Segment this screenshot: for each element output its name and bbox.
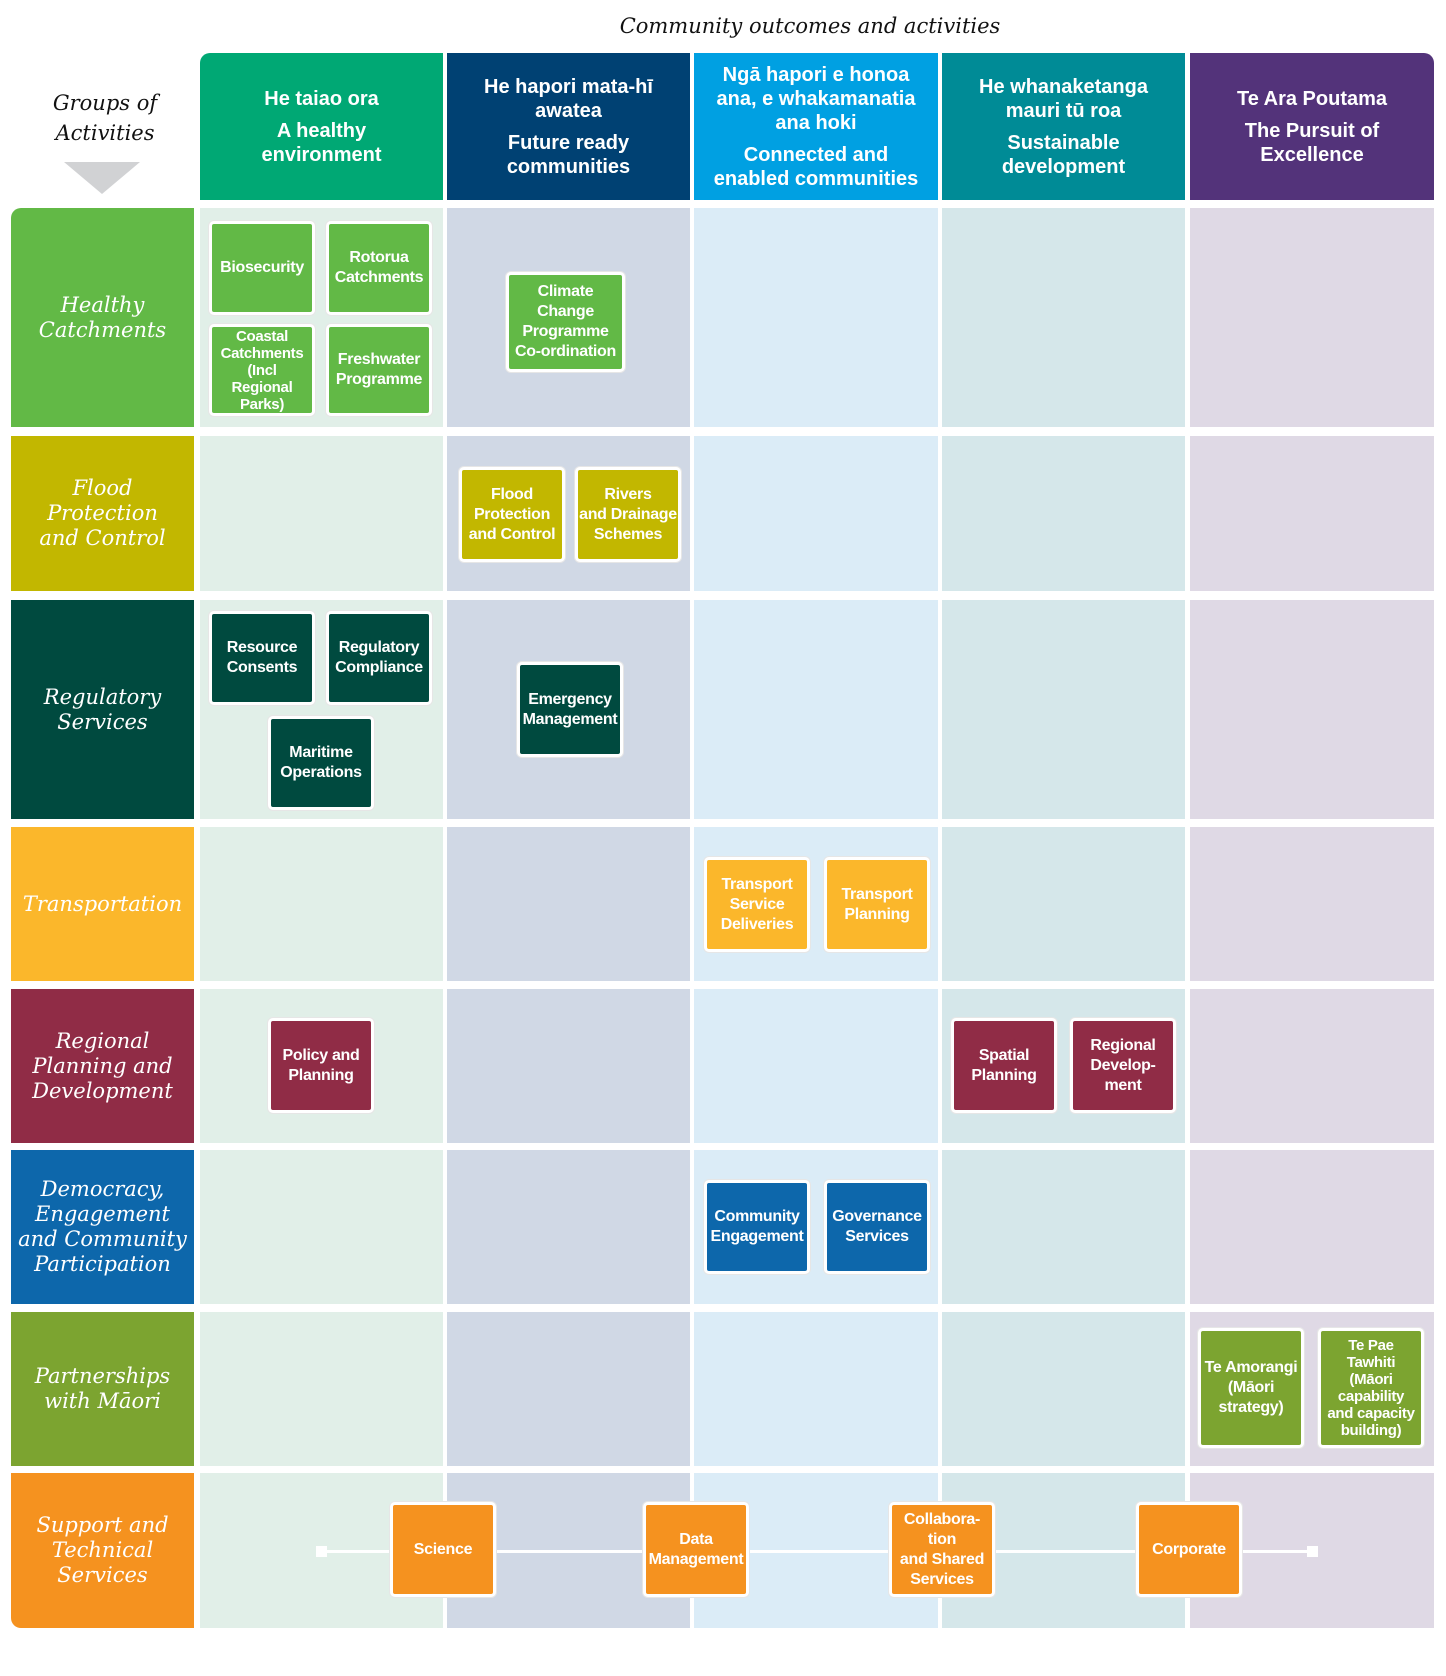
activity-box[interactable]: Climate Change Programme Co-ordination: [506, 272, 625, 372]
activity-box[interactable]: Regulatory Compliance: [326, 611, 432, 705]
grid-cell: [1190, 436, 1434, 591]
grid-cell: [942, 208, 1185, 427]
grid-cell: [694, 989, 938, 1143]
activity-box[interactable]: Maritime Operations: [268, 716, 374, 810]
grid-cell: [447, 989, 690, 1143]
column-english-title: The Pursuit of Excellence: [1244, 119, 1380, 166]
activity-box[interactable]: Biosecurity: [209, 221, 315, 315]
activity-box[interactable]: Emergency Management: [517, 662, 623, 757]
activity-box[interactable]: Science: [390, 1502, 496, 1597]
column-maori-title: He whanaketanga mauri tū roa: [979, 75, 1148, 122]
activity-box[interactable]: Governance Services: [824, 1180, 930, 1274]
grid-cell: [942, 827, 1185, 981]
connector-end-right: [1307, 1546, 1318, 1557]
down-arrow-icon: [64, 162, 140, 194]
connector-line: [321, 1550, 1312, 1553]
row-label: Democracy, Engagement and Community Part…: [11, 1150, 194, 1304]
grid-cell: [447, 1150, 690, 1304]
grid-cell: [942, 436, 1185, 591]
activity-box[interactable]: Data Management: [643, 1502, 749, 1597]
groups-of-activities-label: Groups of Activities: [52, 91, 158, 145]
activity-box[interactable]: Policy and Planning: [268, 1018, 374, 1113]
connector-end-left: [316, 1546, 327, 1557]
grid-cell: [200, 1312, 443, 1466]
activity-box[interactable]: Te Amorangi (Māori strategy): [1198, 1328, 1304, 1448]
activity-box[interactable]: Te Pae Tawhiti (Māori capability and cap…: [1318, 1328, 1424, 1448]
row-label: Regional Planning and Development: [11, 989, 194, 1143]
grid-cell: [447, 827, 690, 981]
column-header-1: He taiao ora A healthy environment: [200, 53, 443, 200]
activity-box[interactable]: Collabora- tion and Shared Services: [889, 1502, 995, 1597]
activity-box[interactable]: Rotorua Catchments: [326, 221, 432, 315]
activity-box[interactable]: Resource Consents: [209, 611, 315, 705]
activity-box[interactable]: Flood Protection and Control: [459, 467, 565, 562]
row-label: Flood Protection and Control: [11, 436, 194, 591]
grid-cell: [1190, 208, 1434, 427]
activity-box[interactable]: Coastal Catchments (Incl Regional Parks): [209, 324, 315, 416]
grid-cell: [200, 1150, 443, 1304]
column-maori-title: Ngā hapori e honoa ana, e whakamanatia a…: [716, 63, 916, 134]
column-english-title: Connected and enabled communities: [713, 143, 919, 190]
row-label: Partnerships with Māori: [11, 1312, 194, 1466]
grid-cell: [942, 1150, 1185, 1304]
grid-cell: [1190, 827, 1434, 981]
column-maori-title: He taiao ora: [264, 87, 379, 110]
grid-cell: [694, 1312, 938, 1466]
grid-cell: [200, 436, 443, 591]
column-maori-title: He hapori mata-hī awatea: [484, 75, 653, 122]
chart-title: Community outcomes and activities: [619, 14, 1001, 38]
grid-cell: [942, 600, 1185, 819]
activity-box[interactable]: Rivers and Drainage Schemes: [575, 467, 681, 562]
activity-box[interactable]: Community Engagement: [704, 1180, 810, 1274]
grid-cell: [1190, 989, 1434, 1143]
activity-box[interactable]: Transport Planning: [824, 857, 930, 952]
row-label: Healthy Catchments: [11, 208, 194, 427]
row-label: Transportation: [11, 827, 194, 981]
grid-cell: [694, 436, 938, 591]
grid-cell: [942, 1312, 1185, 1466]
activity-box[interactable]: Regional Develop- ment: [1070, 1018, 1176, 1113]
row-label: Regulatory Services: [11, 600, 194, 819]
activity-box[interactable]: Freshwater Programme: [326, 324, 432, 416]
grid-cell: [1190, 600, 1434, 819]
column-english-title: Sustainable development: [1001, 131, 1126, 178]
activity-box[interactable]: Transport Service Deliveries: [704, 857, 810, 952]
grid-cell: [694, 208, 938, 427]
column-maori-title: Te Ara Poutama: [1236, 87, 1388, 110]
grid-cell: [447, 1312, 690, 1466]
activity-box[interactable]: Corporate: [1136, 1502, 1242, 1597]
grid-cell: [694, 600, 938, 819]
column-english-title: A healthy environment: [261, 119, 382, 166]
row-label: Support and Technical Services: [11, 1473, 194, 1628]
grid-cell: [200, 827, 443, 981]
activity-box[interactable]: Spatial Planning: [951, 1018, 1057, 1113]
column-english-title: Future ready communities: [506, 131, 631, 178]
column-header-3: Ngā hapori e honoa ana, e whakamanatia a…: [694, 53, 938, 200]
grid-cell: [1190, 1150, 1434, 1304]
